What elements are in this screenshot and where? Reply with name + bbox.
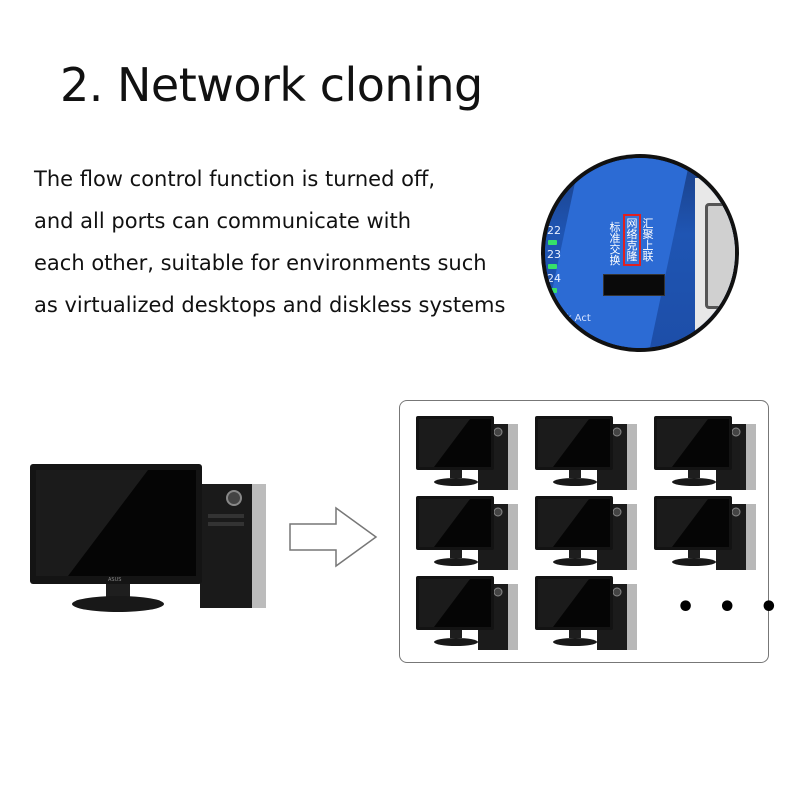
- description-line: The flow control function is turned off,: [34, 167, 436, 191]
- cloned-computer-icon: [535, 576, 637, 650]
- port-number: 24: [547, 272, 561, 285]
- cloned-computer-icon: [654, 496, 756, 570]
- more-computers-ellipsis: • • •: [676, 590, 785, 625]
- port-number: 23: [547, 248, 561, 261]
- description: The flow control function is turned off,…: [34, 158, 534, 326]
- description-line: each other, suitable for environments su…: [34, 251, 487, 275]
- led-icon: [548, 264, 557, 269]
- mode-switch: [603, 274, 665, 296]
- right-arrow-icon: [289, 506, 378, 568]
- cloned-computer-icon: [416, 576, 518, 650]
- rj45-port-icon: [705, 203, 735, 309]
- led-legend: Link Act: [551, 313, 591, 324]
- cloned-computer-icon: [654, 416, 756, 490]
- led-icon: [548, 288, 557, 293]
- description-line: and all ports can communicate with: [34, 209, 412, 233]
- switch-closeup: 22 23 24 标准交换 网络克隆 汇聚上联 Link Act: [545, 158, 735, 348]
- cloned-computer-icon: [416, 496, 518, 570]
- cloned-computer-icon: [416, 416, 518, 490]
- source-computer-icon: ASUS: [30, 464, 266, 612]
- cloned-computer-icon: [535, 496, 637, 570]
- brand-logo: ASUS: [108, 577, 121, 583]
- page-title: 2. Network cloning: [60, 58, 483, 112]
- port-number: 22: [547, 224, 561, 237]
- description-line: as virtualized desktops and diskless sys…: [34, 293, 506, 317]
- mode-label-clone: 网络克隆: [623, 214, 641, 266]
- led-icon: [548, 240, 557, 245]
- cloned-computer-icon: [535, 416, 637, 490]
- mode-label-uplink: 汇聚上联: [642, 217, 654, 263]
- mode-label-standard: 标准交换: [609, 221, 621, 267]
